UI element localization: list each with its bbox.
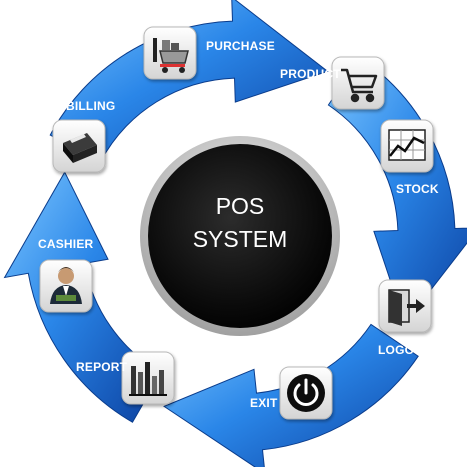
- center-disc: [148, 144, 332, 328]
- cashier-person-icon: [50, 267, 82, 304]
- power-icon: [287, 374, 325, 412]
- tile-cashier[interactable]: [39, 259, 93, 313]
- step-label-stock: STOCK: [396, 182, 439, 196]
- arrow-right: [327, 57, 467, 325]
- report-bar-chart-icon: [129, 362, 167, 396]
- tile-report[interactable]: [121, 351, 175, 405]
- arrow-top: [49, 0, 329, 163]
- center-hub: POS SYSTEM: [140, 136, 340, 336]
- step-label-exit: EXIT: [250, 396, 278, 410]
- purchase-cart-icon: [153, 38, 189, 73]
- tile-stock[interactable]: [380, 119, 434, 173]
- step-label-logout: LOGOUT: [378, 343, 431, 357]
- step-label-report: REPORT: [76, 360, 128, 374]
- shopping-cart-icon: [341, 68, 378, 103]
- center-title-line2: SYSTEM: [193, 226, 288, 252]
- step-label-billing: BILLING: [66, 99, 115, 113]
- logout-door-icon: [388, 289, 425, 326]
- step-label-purchase: PURCHASE: [206, 39, 275, 53]
- tile-exit[interactable]: [279, 366, 333, 420]
- tile-billing[interactable]: [52, 119, 106, 173]
- billing-printer-icon: [63, 133, 97, 163]
- tile-purchase[interactable]: [143, 26, 197, 80]
- step-label-cashier: CASHIER: [38, 237, 94, 251]
- stock-chart-icon: [388, 129, 426, 161]
- center-title-line1: POS: [216, 193, 265, 219]
- tile-bg: [331, 56, 385, 110]
- tile-logout[interactable]: [378, 279, 432, 333]
- tile-product[interactable]: [331, 56, 385, 110]
- step-label-product: PRODUCT: [280, 67, 341, 81]
